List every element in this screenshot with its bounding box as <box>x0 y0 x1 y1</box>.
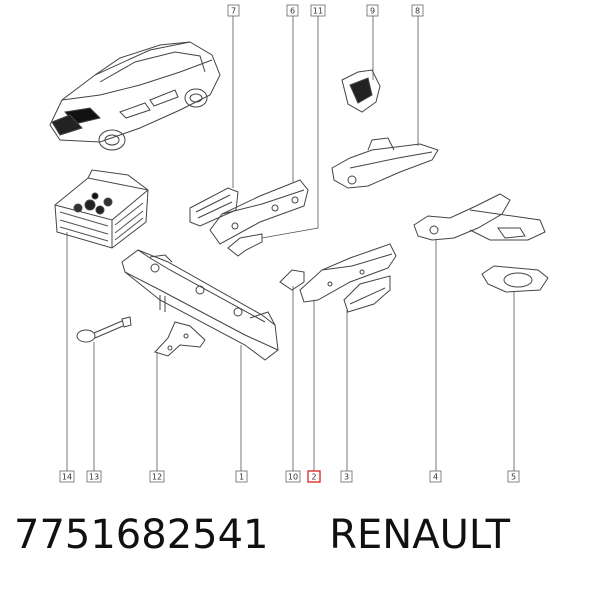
product-caption: 7751682541 RENAULT <box>14 512 594 572</box>
brand-name: RENAULT <box>329 512 511 558</box>
callout-label: 14 <box>62 473 72 482</box>
parts-diagram: 7 6 11 9 8 14 13 12 1 10 2 3 <box>49 4 549 483</box>
callout-top-8: 8 <box>411 4 424 17</box>
callout-label: 6 <box>290 7 295 16</box>
callout-bottom-4: 4 <box>429 470 442 483</box>
bracket-12-illustration <box>154 321 206 357</box>
part-3-illustration <box>343 275 391 313</box>
part-4-illustration <box>413 193 546 241</box>
callout-top-6: 6 <box>286 4 299 17</box>
callout-bottom-2-highlighted: 2 <box>307 470 321 483</box>
callout-label: 13 <box>89 473 99 482</box>
part-10-illustration <box>279 269 305 291</box>
callout-label: 4 <box>433 473 438 482</box>
callout-label: 7 <box>231 7 236 16</box>
callout-top-11: 11 <box>310 4 326 17</box>
part-number: 7751682541 <box>14 512 269 558</box>
callout-bottom-1: 1 <box>235 470 248 483</box>
callout-top-9: 9 <box>366 4 379 17</box>
bracket-11-illustration <box>227 233 263 257</box>
tow-eye-illustration <box>76 316 132 343</box>
side-member-6-illustration <box>209 179 309 245</box>
callout-label: 1 <box>239 473 244 482</box>
callout-bottom-13: 13 <box>86 470 102 483</box>
callout-label: 8 <box>415 7 420 16</box>
front-crossmember-illustration <box>121 249 279 361</box>
part-9-illustration <box>341 69 381 113</box>
callout-bottom-14: 14 <box>59 470 75 483</box>
callout-label: 11 <box>313 7 323 16</box>
part-5-illustration <box>481 265 549 293</box>
part-8-illustration <box>331 137 439 189</box>
callout-bottom-3: 3 <box>340 470 353 483</box>
callout-bottom-12: 12 <box>149 470 165 483</box>
part-2-illustration <box>299 243 397 303</box>
callout-label: 3 <box>344 473 349 482</box>
callout-label: 5 <box>511 473 516 482</box>
callout-label: 10 <box>288 473 298 482</box>
fastener-box-illustration <box>54 169 149 249</box>
callout-label: 9 <box>370 7 375 16</box>
callout-label: 2 <box>311 473 316 482</box>
leader-lines <box>66 16 515 471</box>
callout-label: 12 <box>152 473 162 482</box>
callout-top-7: 7 <box>227 4 240 17</box>
side-panel-7-illustration <box>189 187 239 227</box>
callout-bottom-10: 10 <box>285 470 301 483</box>
car-illustration <box>49 41 221 151</box>
callout-bottom-5: 5 <box>507 470 520 483</box>
